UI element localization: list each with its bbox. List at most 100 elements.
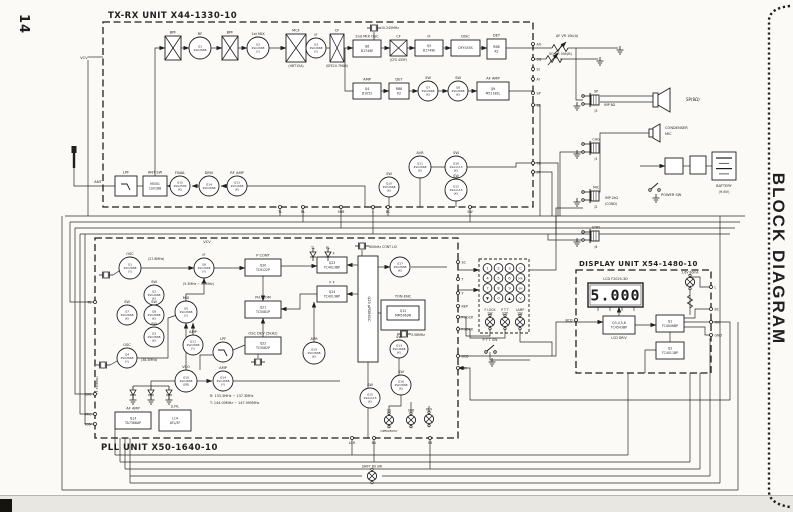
keypad-key-1: 1 (482, 263, 493, 273)
diagram-part (114, 411, 152, 430)
diagram-part (709, 285, 713, 289)
diagram-part (329, 33, 345, 63)
connector-label: T (461, 277, 465, 281)
connector-node: SW (467, 205, 473, 214)
diagram-part (407, 416, 415, 424)
diagram-part (531, 42, 535, 46)
part-number: M51182L (486, 91, 501, 95)
diagram-part (339, 205, 343, 209)
part-number: 2SC2668 (309, 46, 322, 50)
block-label: SW (425, 76, 431, 80)
diagram-part (493, 263, 504, 273)
ground-symbol (573, 150, 581, 159)
block-label: SW (398, 370, 404, 374)
part-number: Q1 (668, 320, 673, 324)
wire (533, 104, 541, 216)
part-number: Q13 (130, 417, 137, 421)
block-label: P CONT (256, 254, 270, 258)
part-number: 2SC2668 (230, 184, 243, 188)
connector-node: TL (277, 205, 282, 214)
ground-symbol (147, 396, 155, 405)
diagram-part (689, 155, 707, 175)
diagram-part (482, 283, 493, 293)
jack-designator: J4 (593, 245, 597, 249)
keypad-key-4: 4 (482, 273, 493, 283)
part-number: (K) (178, 188, 182, 192)
ground-symbol (573, 238, 581, 247)
part-number: Q15 (177, 181, 183, 185)
block-label: MIX (183, 296, 190, 300)
wire (199, 354, 213, 370)
ground-symbol (165, 396, 173, 405)
block-sublabel: (CFS 455F) (390, 58, 407, 62)
wire (344, 48, 353, 92)
connector-label: SUB (338, 210, 346, 214)
part-number: 2SC2668 (382, 185, 395, 189)
connector-label: SQ (537, 57, 542, 61)
diagram-part (650, 182, 659, 190)
diagram-part (278, 205, 282, 209)
annotation-label: (COND) (605, 202, 617, 206)
part-number: D1052 (362, 91, 373, 95)
part-number: 2SC2668 (413, 165, 426, 169)
wire (533, 162, 559, 216)
diagram-part (456, 291, 460, 295)
diagram-part (386, 305, 420, 321)
wire (519, 328, 553, 356)
diagram-part (531, 77, 535, 81)
connector-node: TB (86, 300, 97, 304)
part-number: Q20 (260, 264, 267, 268)
wire (137, 314, 178, 359)
wire (458, 328, 506, 339)
switch-label: SUB (408, 409, 414, 413)
connector-label: MR (462, 366, 468, 370)
power-sw (648, 182, 661, 192)
diagram-part (301, 205, 305, 209)
connector-label: TB (536, 161, 542, 165)
part-number: 2SA1115 (363, 396, 376, 400)
wire (684, 326, 711, 336)
xtal-358 (397, 330, 411, 338)
diagram-part (71, 146, 77, 153)
diagram-part (590, 142, 600, 154)
part-number: Q8 (456, 86, 460, 90)
block-label: AMP (363, 78, 372, 82)
diagram-part (493, 293, 504, 303)
diagram-part (478, 258, 530, 334)
part-number: 2SC2668 (307, 351, 320, 355)
varactor-3 (165, 386, 173, 399)
block-label: RF AMP (230, 171, 244, 175)
diagram-part (444, 155, 468, 179)
wire (388, 395, 402, 414)
part-number: Q4 (125, 353, 129, 357)
block-label: OSC (126, 252, 134, 256)
switch-label: 2.6V 80mA (681, 271, 699, 275)
diagram-part (515, 263, 526, 273)
annotation-label: 10.245MHz (381, 26, 399, 30)
unit-box (94, 237, 459, 439)
ground-symbol (573, 198, 581, 207)
diagram-part (93, 412, 97, 416)
diagram-part (352, 82, 382, 100)
switch-label: P T T (501, 308, 509, 312)
key-label: 1 (486, 266, 488, 270)
part-number: Q14 (220, 376, 226, 380)
diagram-part (427, 424, 431, 428)
part-number: (K) (152, 317, 156, 321)
part-number: MM5369N (395, 313, 412, 317)
wire (457, 321, 731, 401)
block-label: VCO (182, 365, 190, 369)
block-label: IF (202, 253, 205, 257)
part-number: 2SC2668 (393, 265, 406, 269)
lpf-tx: LPF (114, 171, 138, 197)
diagram-part (581, 198, 585, 202)
diagram-part (409, 425, 413, 429)
